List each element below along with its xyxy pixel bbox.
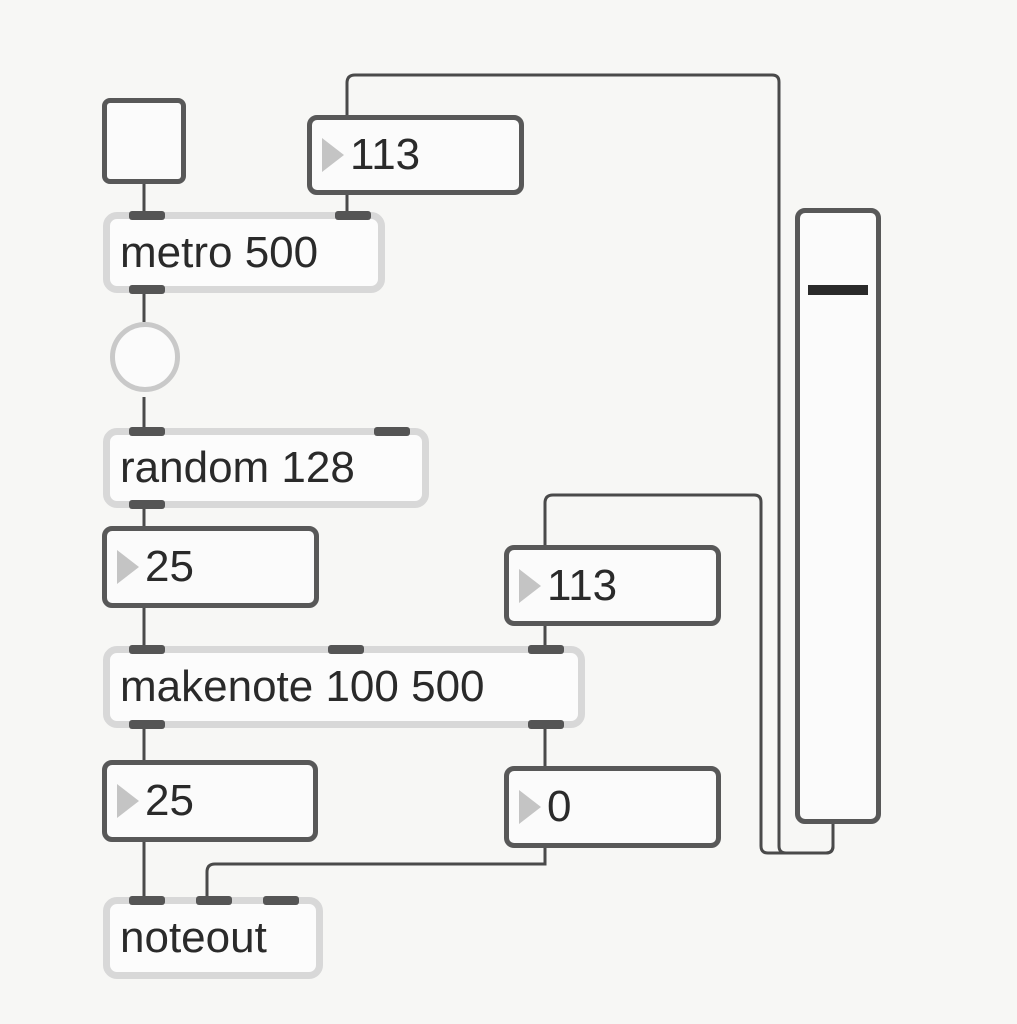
- number-arrow-icon: [117, 784, 139, 818]
- inlet[interactable]: [328, 645, 364, 654]
- inlet[interactable]: [129, 211, 165, 220]
- inlet[interactable]: [263, 896, 299, 905]
- object-text: noteout: [120, 913, 267, 962]
- number-box-random[interactable]: 25: [102, 526, 319, 608]
- number-arrow-icon: [322, 138, 344, 172]
- number-box-noteoff[interactable]: 0: [504, 766, 721, 848]
- outlet[interactable]: [528, 720, 564, 729]
- number-box-pitch[interactable]: 25: [102, 760, 318, 842]
- inlet[interactable]: [129, 427, 165, 436]
- outlet[interactable]: [129, 720, 165, 729]
- inlet[interactable]: [196, 896, 232, 905]
- number-value: 25: [145, 542, 194, 591]
- object-text: makenote 100 500: [120, 662, 485, 711]
- outlet[interactable]: [129, 500, 165, 509]
- makenote-object[interactable]: makenote 100 500: [103, 645, 585, 729]
- object-text: metro 500: [120, 227, 319, 277]
- slider-knob[interactable]: [808, 284, 868, 295]
- noteout-object[interactable]: noteout: [103, 896, 323, 979]
- number-value: 113: [547, 560, 618, 610]
- random-object[interactable]: random 128: [103, 427, 429, 509]
- object-text: random 128: [120, 443, 355, 492]
- inlet[interactable]: [374, 427, 410, 436]
- number-box-velocity[interactable]: 113: [504, 545, 721, 626]
- cord-slider-to-velocity-number: [543, 493, 835, 855]
- number-value: 25: [145, 776, 194, 825]
- number-value: 113: [350, 130, 421, 179]
- inlet[interactable]: [129, 896, 165, 905]
- cord-noteoff-to-noteout-velocity: [205, 848, 547, 897]
- vertical-slider[interactable]: [795, 208, 881, 824]
- outlet[interactable]: [129, 285, 165, 294]
- number-arrow-icon: [519, 790, 541, 824]
- inlet[interactable]: [528, 645, 564, 654]
- toggle[interactable]: [102, 98, 186, 184]
- inlet[interactable]: [129, 645, 165, 654]
- bang-button[interactable]: [110, 322, 180, 392]
- metro-object[interactable]: metro 500: [103, 211, 385, 294]
- number-arrow-icon: [117, 550, 139, 584]
- number-box-tempo[interactable]: 113: [307, 115, 524, 195]
- number-arrow-icon: [519, 568, 541, 603]
- number-value: 0: [547, 782, 572, 831]
- inlet[interactable]: [335, 211, 371, 220]
